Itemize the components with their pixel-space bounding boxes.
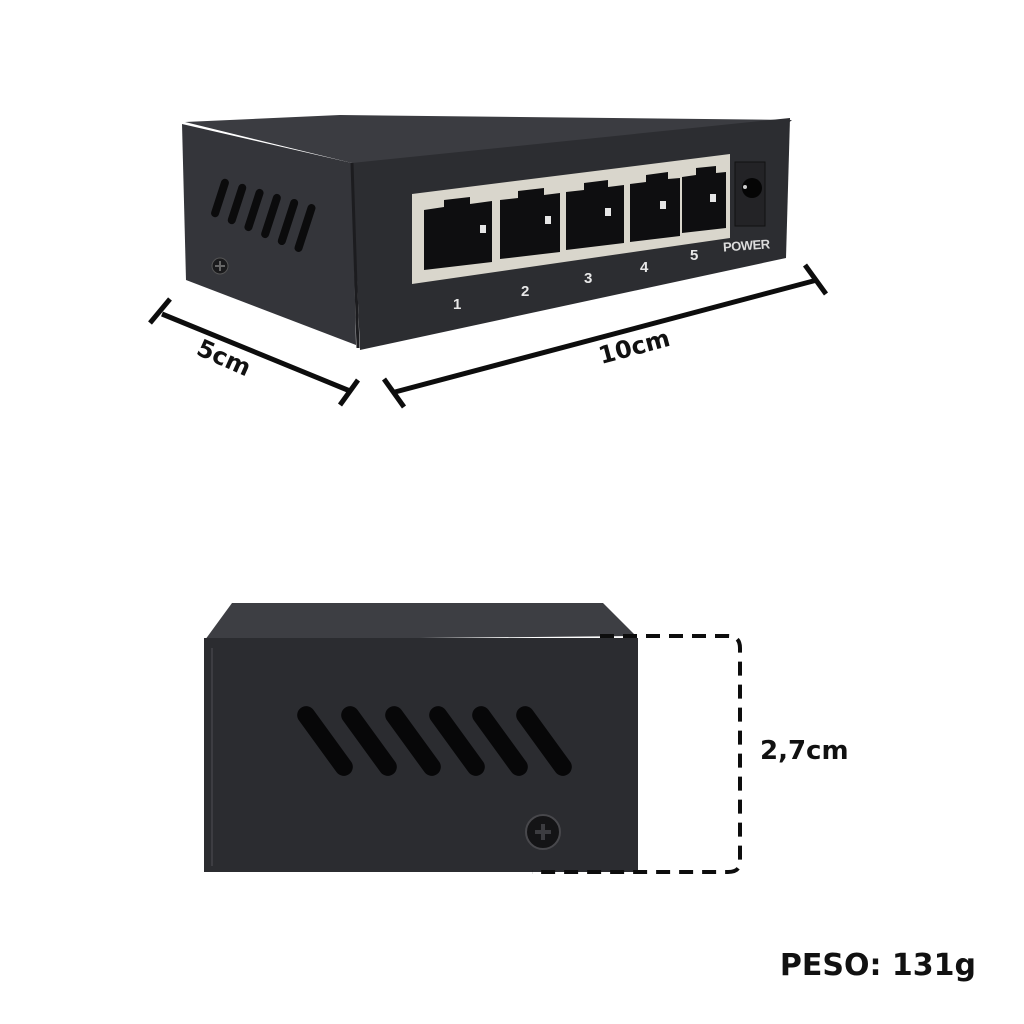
port-1-icon	[424, 197, 492, 270]
port-label-1: 1	[453, 296, 462, 313]
switch-side-top-face	[205, 603, 636, 640]
port-label-5: 5	[690, 247, 699, 264]
side-view-vents	[297, 706, 572, 776]
port-3-icon	[566, 180, 624, 250]
port-4-icon	[630, 172, 680, 242]
power-jack-icon	[734, 161, 766, 227]
width-dimension-line	[381, 263, 829, 409]
height-label: 2,7cm	[760, 736, 849, 766]
port-label-4: 4	[640, 259, 649, 276]
height-dimension-bracket	[532, 634, 742, 874]
screw-icon	[211, 257, 229, 275]
port-5-icon	[682, 166, 726, 233]
side-screw-icon	[525, 814, 561, 850]
switch-top-face	[185, 115, 792, 165]
weight-label: PESO: 131g	[779, 948, 976, 983]
port-label-2: 2	[521, 283, 530, 300]
side-vents	[211, 178, 316, 252]
port-2-icon	[500, 188, 560, 259]
rj45-ports	[424, 166, 726, 270]
port-label-3: 3	[584, 270, 593, 287]
depth-dimension-line	[148, 297, 361, 407]
